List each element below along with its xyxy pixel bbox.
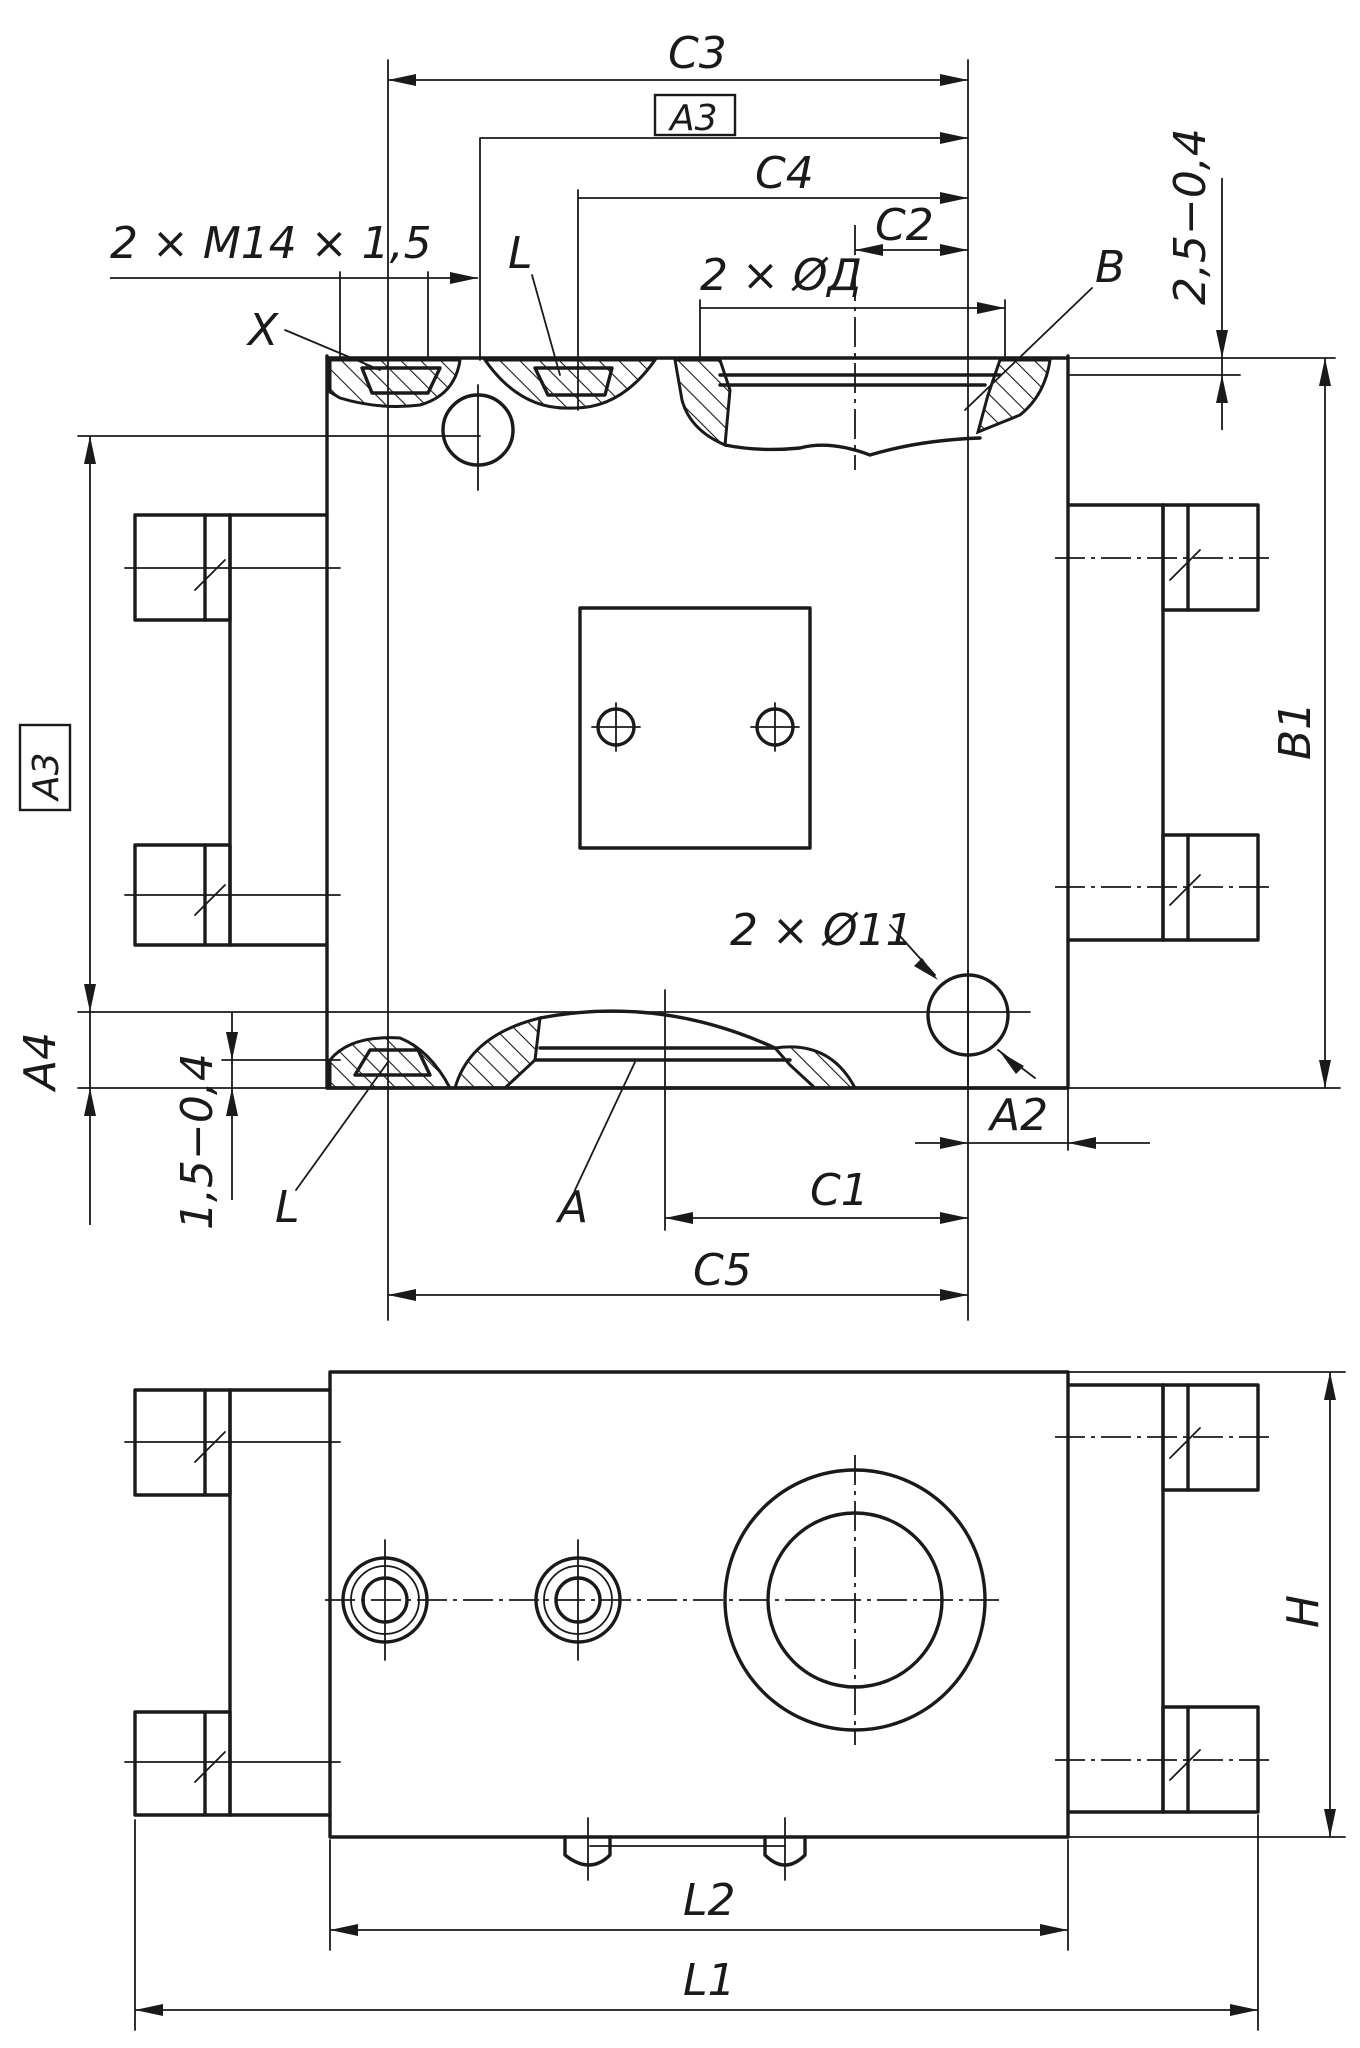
section-a-pocket (453, 1016, 542, 1090)
a3-top-box (653, 93, 737, 137)
label-thread: 2 × M14 × 1,5 (110, 218, 432, 269)
bottom-edge-sections (325, 1009, 1070, 1090)
label-c4: C4 (755, 148, 814, 199)
label-tol-bottom: 1,5−0,4 (172, 1053, 223, 1230)
clamp-right-bottom (1055, 833, 1270, 942)
front-clamp-left-bottom (124, 1710, 341, 1817)
label-c5: C5 (693, 1245, 752, 1296)
label-a2: A2 (987, 1090, 1048, 1141)
plan-view (124, 59, 1270, 1321)
front-clamp-left-top (124, 1388, 341, 1497)
label-a4: A4 (15, 1032, 66, 1093)
label-c2: C2 (875, 200, 934, 251)
section-b-chamfer (975, 358, 1052, 435)
label-a-bottom: A (555, 1182, 588, 1233)
label-tol-top: 2,5−0,4 (1165, 128, 1216, 305)
section-d-pocket (673, 358, 732, 448)
front-clamp-right-bottom (1055, 1705, 1270, 1814)
label-a3-top: A3 (668, 98, 718, 139)
label-h: H (1278, 1595, 1329, 1628)
dimensions-front: H L2 L1 (134, 1371, 1346, 2031)
label-b: B (1095, 242, 1125, 293)
label-b1: B1 (1270, 702, 1321, 760)
label-c1: C1 (810, 1165, 869, 1216)
dimensions-plan: C3 A3 C4 C2 2 × M14 × 1,5 L X 2 × ØД (15, 28, 1341, 1301)
section-l-pocket-bottom (328, 1036, 453, 1090)
label-x: X (246, 305, 279, 356)
label-dia-d: 2 × ØД (700, 250, 862, 301)
label-a3-left: A3 (26, 752, 67, 802)
front-body-outline (328, 1370, 1070, 1839)
a3-left-box (18, 723, 72, 812)
front-view (124, 1370, 1270, 1881)
label-l2: L2 (683, 1875, 736, 1926)
top-edge-sections (325, 356, 1070, 457)
label-c3: C3 (668, 28, 727, 79)
label-l-top: L (508, 228, 533, 279)
clamp-left-bottom (124, 843, 341, 947)
label-l1: L1 (683, 1955, 736, 2006)
center-plate (578, 606, 812, 850)
clamp-left-top (124, 513, 341, 622)
label-dia-11: 2 × Ø11 (730, 905, 913, 956)
